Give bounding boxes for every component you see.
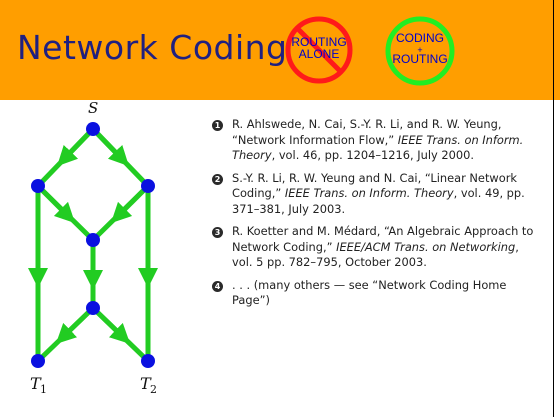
reference-source: IEEE Trans. on Inform. Theory xyxy=(232,132,524,163)
routing-alone-badge: ROUTING ALONE xyxy=(283,14,355,86)
reference-text: R. Ahlswede, N. Cai, S.-Y. R. Li, and R.… xyxy=(232,117,502,147)
frame-border xyxy=(553,0,554,417)
reference-item: 1 R. Ahlswede, N. Cai, S.-Y. R. Li, and … xyxy=(212,117,537,164)
sink1-subscript: 1 xyxy=(40,383,47,396)
reference-source: IEEE/ACM Trans. on Networking xyxy=(336,239,516,254)
reference-details: , vol. 5 pp. 782–795, October 2003. xyxy=(232,239,519,270)
node-right xyxy=(141,179,155,193)
reference-details: , vol. 46, pp. 1204–1216, July 2000. xyxy=(271,148,475,162)
badge-yes-line3: ROUTING xyxy=(392,52,448,66)
badge-yes-line1: CODING xyxy=(396,31,444,45)
node-source xyxy=(86,122,100,136)
reference-list: 1 R. Ahlswede, N. Cai, S.-Y. R. Li, and … xyxy=(212,117,537,316)
node-sink-1 xyxy=(31,354,45,368)
edge-left-mid-arrow xyxy=(35,183,76,224)
number-bullet: 4 xyxy=(212,280,223,292)
node-coding xyxy=(86,233,100,247)
reference-details: , vol. 49, pp. 371–381, July 2003. xyxy=(232,186,525,216)
slide-title: Network Coding xyxy=(17,28,288,67)
number-bullet: 2 xyxy=(212,173,223,185)
reference-source: IEEE Trans. on Inform. Theory xyxy=(284,186,454,200)
header-bar: Network Coding ROUTING ALONE CODING + RO… xyxy=(0,0,560,100)
badge-yes-line2: + xyxy=(417,45,423,55)
coding-routing-badge: CODING + ROUTING xyxy=(384,15,456,87)
reference-item: 3 R. Koetter and M. Médard, “An Algebrai… xyxy=(212,224,537,271)
sink1-label: T xyxy=(30,374,42,393)
node-relay xyxy=(86,301,100,315)
number-bullet: 3 xyxy=(212,227,223,238)
reference-item: 4 . . . (many others — see “Network Codi… xyxy=(212,278,537,309)
reference-item: 2 S.-Y. R. Li, R. W. Yeung and N. Cai, “… xyxy=(212,171,537,218)
edge-right-mid-arrow xyxy=(110,183,151,224)
node-left xyxy=(31,179,45,193)
approval-circle-icon xyxy=(385,16,455,86)
reference-text: S.-Y. R. Li, R. W. Yeung and N. Cai, “Li… xyxy=(232,170,517,201)
sink2-subscript: 2 xyxy=(150,383,157,396)
node-sink-2 xyxy=(141,354,155,368)
reference-text: . . . (many others — see “Network Coding… xyxy=(232,277,507,308)
number-bullet: 1 xyxy=(212,120,223,131)
sink2-label: T xyxy=(140,374,152,393)
badge-no-line1: ROUTING xyxy=(291,35,347,49)
badge-no-line2: ALONE xyxy=(298,47,340,61)
reference-text: R. Koetter and M. Médard, “An Algebraic … xyxy=(232,224,534,254)
prohibition-icon xyxy=(285,16,353,84)
butterfly-network-diagram: S T 1 T 2 xyxy=(28,100,158,396)
source-label: S xyxy=(88,100,98,117)
